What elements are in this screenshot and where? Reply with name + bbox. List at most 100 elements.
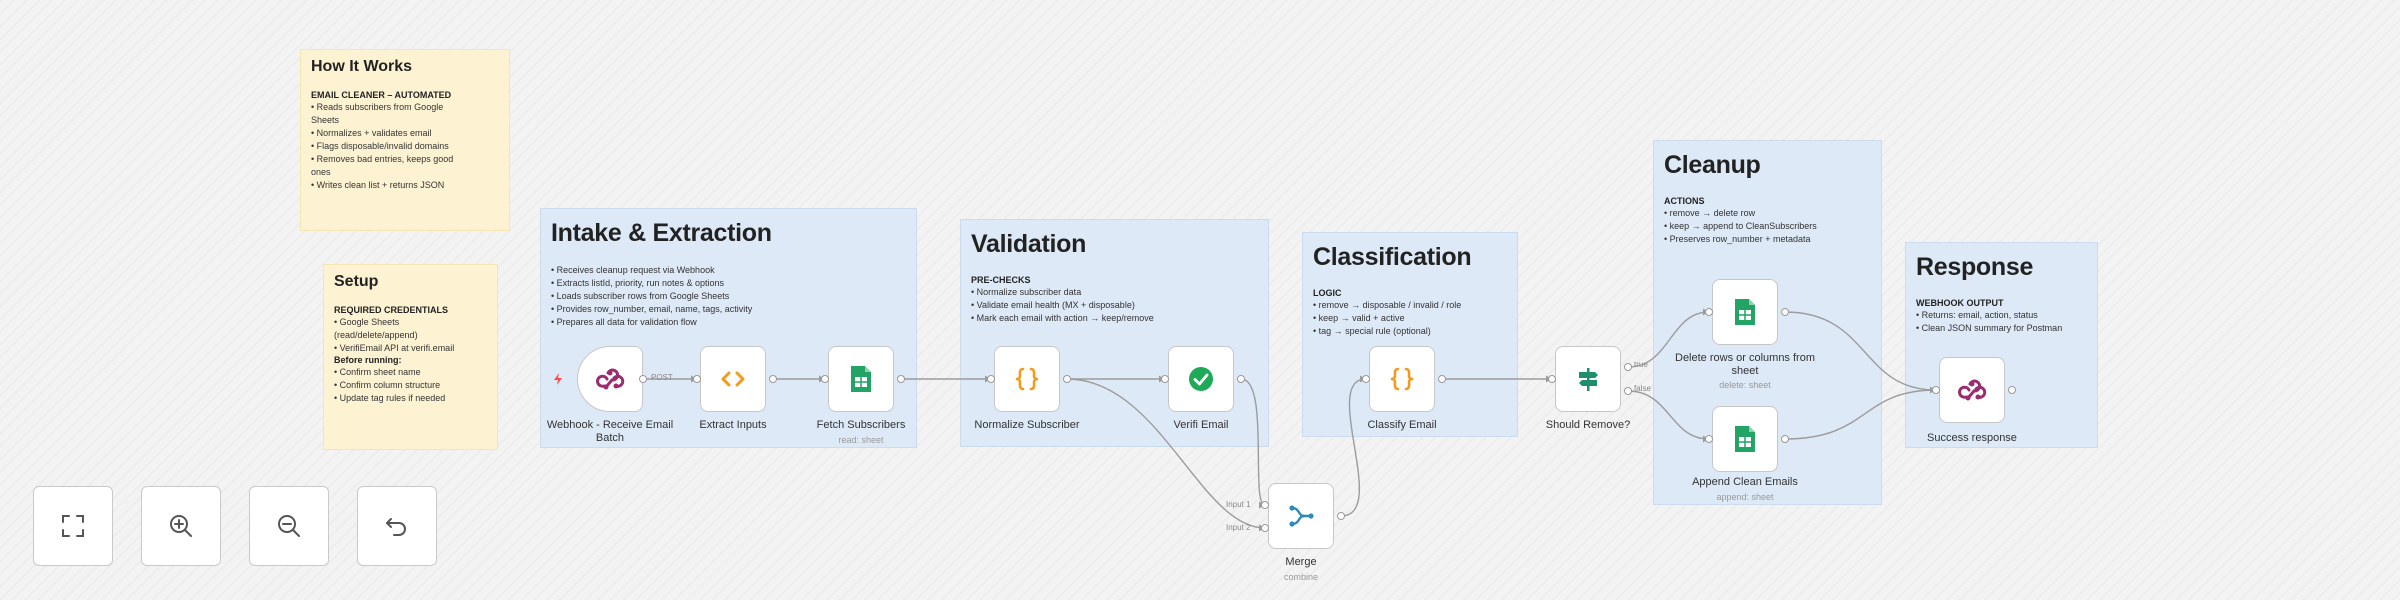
sticky-subtitle: LOGIC [1313,288,1342,298]
node-label: Should Remove? [1545,419,1631,431]
sticky-line: • Provides row_number, email, name, tags… [551,304,753,314]
google-sheets-icon [1735,299,1755,325]
sticky-line: • Removes bad entries, keeps good [311,154,454,164]
node-output-port-true[interactable] [1624,363,1632,371]
node-input-port[interactable] [693,375,701,383]
node-input-port[interactable] [1161,375,1169,383]
sticky-setup[interactable]: Setup REQUIRED CREDENTIALS • Google Shee… [323,264,498,450]
sticky-validation[interactable]: Validation PRE-CHECKS • Normalize subscr… [960,219,1269,447]
sticky-line: • Mark each email with action → keep/rem… [971,313,1154,323]
node-output-port[interactable] [639,375,647,383]
input-label-1: Input 1 [1226,500,1251,509]
node-classify-email[interactable] [1369,346,1435,412]
sticky-line: • Confirm sheet name [334,367,421,377]
sticky-line: • keep → append to CleanSubscribers [1664,221,1817,231]
node-output-port-false[interactable] [1624,387,1632,395]
sticky-line: • tag → special rule (optional) [1313,326,1431,336]
sticky-line: • Confirm column structure [334,380,441,390]
node-output-port[interactable] [1781,308,1789,316]
output-label-post: POST [651,373,673,382]
sticky-line: • Receives cleanup request via Webhook [551,265,715,275]
output-label-false: false [1634,384,1651,393]
node-subtitle: delete: sheet [1719,380,1771,390]
node-append-clean-emails[interactable] [1712,406,1778,472]
node-label: Webhook - Receive Email Batch [546,419,674,444]
node-output-port[interactable] [897,375,905,383]
merge-icon [1289,505,1314,527]
node-input-port[interactable] [1548,375,1556,383]
sticky-title: Response [1916,253,2034,281]
undo-button[interactable] [357,486,437,566]
node-fetch-subscribers[interactable] [828,346,894,412]
node-subtitle: read: sheet [838,435,884,445]
node-output-port[interactable] [1438,375,1446,383]
sticky-line: • Update tag rules if needed [334,393,446,403]
node-input-port[interactable] [1705,435,1713,443]
node-delete-rows[interactable] [1712,279,1778,345]
sticky-subtitle: Before running: [334,355,402,365]
sticky-title: Cleanup [1664,151,1761,179]
sticky-how-it-works[interactable]: How It Works EMAIL CLEANER – AUTOMATED •… [300,49,510,231]
node-normalize-subscriber[interactable] [994,346,1060,412]
node-label: Extract Inputs [699,419,767,431]
node-input-port[interactable] [1705,308,1713,316]
sticky-title: Classification [1313,243,1472,271]
sticky-title: Validation [971,230,1087,258]
sticky-line: • keep → valid + active [1313,313,1405,323]
sticky-line: • Reads subscribers from Google [311,102,444,112]
node-should-remove[interactable] [1555,346,1621,412]
google-sheets-icon [851,366,871,392]
node-verifi-email[interactable] [1168,346,1234,412]
node-label: Normalize Subscriber [974,419,1080,431]
node-input-port[interactable] [987,375,995,383]
node-merge[interactable] [1268,483,1334,549]
signpost-icon [1579,368,1598,391]
node-output-port[interactable] [1237,375,1245,383]
node-label: Success response [1927,432,2017,444]
undo-icon [386,518,406,536]
sticky-subtitle: EMAIL CLEANER – AUTOMATED [311,90,452,100]
sticky-line: ones [311,167,331,177]
sticky-title: How It Works [311,58,413,75]
node-input-port[interactable] [1261,501,1269,509]
sticky-title: Intake & Extraction [551,219,772,247]
node-output-port[interactable] [2008,386,2016,394]
node-output-port[interactable] [1781,435,1789,443]
sticky-line: • Normalizes + validates email [311,128,432,138]
input-label-2: Input 2 [1226,523,1251,532]
zoom-in-icon [170,515,192,537]
zoom-out-button[interactable] [249,486,329,566]
node-label: Fetch Subscribers [816,419,906,431]
fit-view-button[interactable] [33,486,113,566]
node-extract-inputs[interactable] [700,346,766,412]
sticky-intake-extraction[interactable]: Intake & Extraction • Receives cleanup r… [540,208,917,448]
node-success-response[interactable] [1939,357,2005,423]
node-input-port[interactable] [1932,386,1940,394]
sticky-line: • Returns: email, action, status [1916,310,2038,320]
fit-view-icon [62,515,84,537]
node-output-port[interactable] [1063,375,1071,383]
node-input-port[interactable] [821,375,829,383]
node-input-port[interactable] [1362,375,1370,383]
sticky-line: • Preserves row_number + metadata [1664,234,1811,244]
sticky-title: Setup [334,273,379,290]
webhook-icon [1958,379,1987,401]
sticky-subtitle: WEBHOOK OUTPUT [1916,298,2004,308]
node-output-port[interactable] [1337,512,1345,520]
sticky-subtitle: REQUIRED CREDENTIALS [334,305,449,315]
sticky-line: • Normalize subscriber data [971,287,1082,297]
braces-icon [1390,367,1414,391]
node-label: Delete rows or columns from sheet [1675,352,1815,377]
node-subtitle: append: sheet [1716,492,1774,502]
check-circle-icon [1189,367,1213,391]
node-label: Merge [1285,556,1317,568]
google-sheets-icon [1735,426,1755,452]
output-label-true: true [1634,360,1648,369]
sticky-line: • Clean JSON summary for Postman [1916,323,2063,333]
sticky-subtitle: ACTIONS [1664,196,1705,206]
sticky-line: • Flags disposable/invalid domains [311,141,449,151]
zoom-in-button[interactable] [141,486,221,566]
node-input-port[interactable] [1261,524,1269,532]
node-webhook-receive-email-batch[interactable] [577,346,643,412]
node-output-port[interactable] [769,375,777,383]
